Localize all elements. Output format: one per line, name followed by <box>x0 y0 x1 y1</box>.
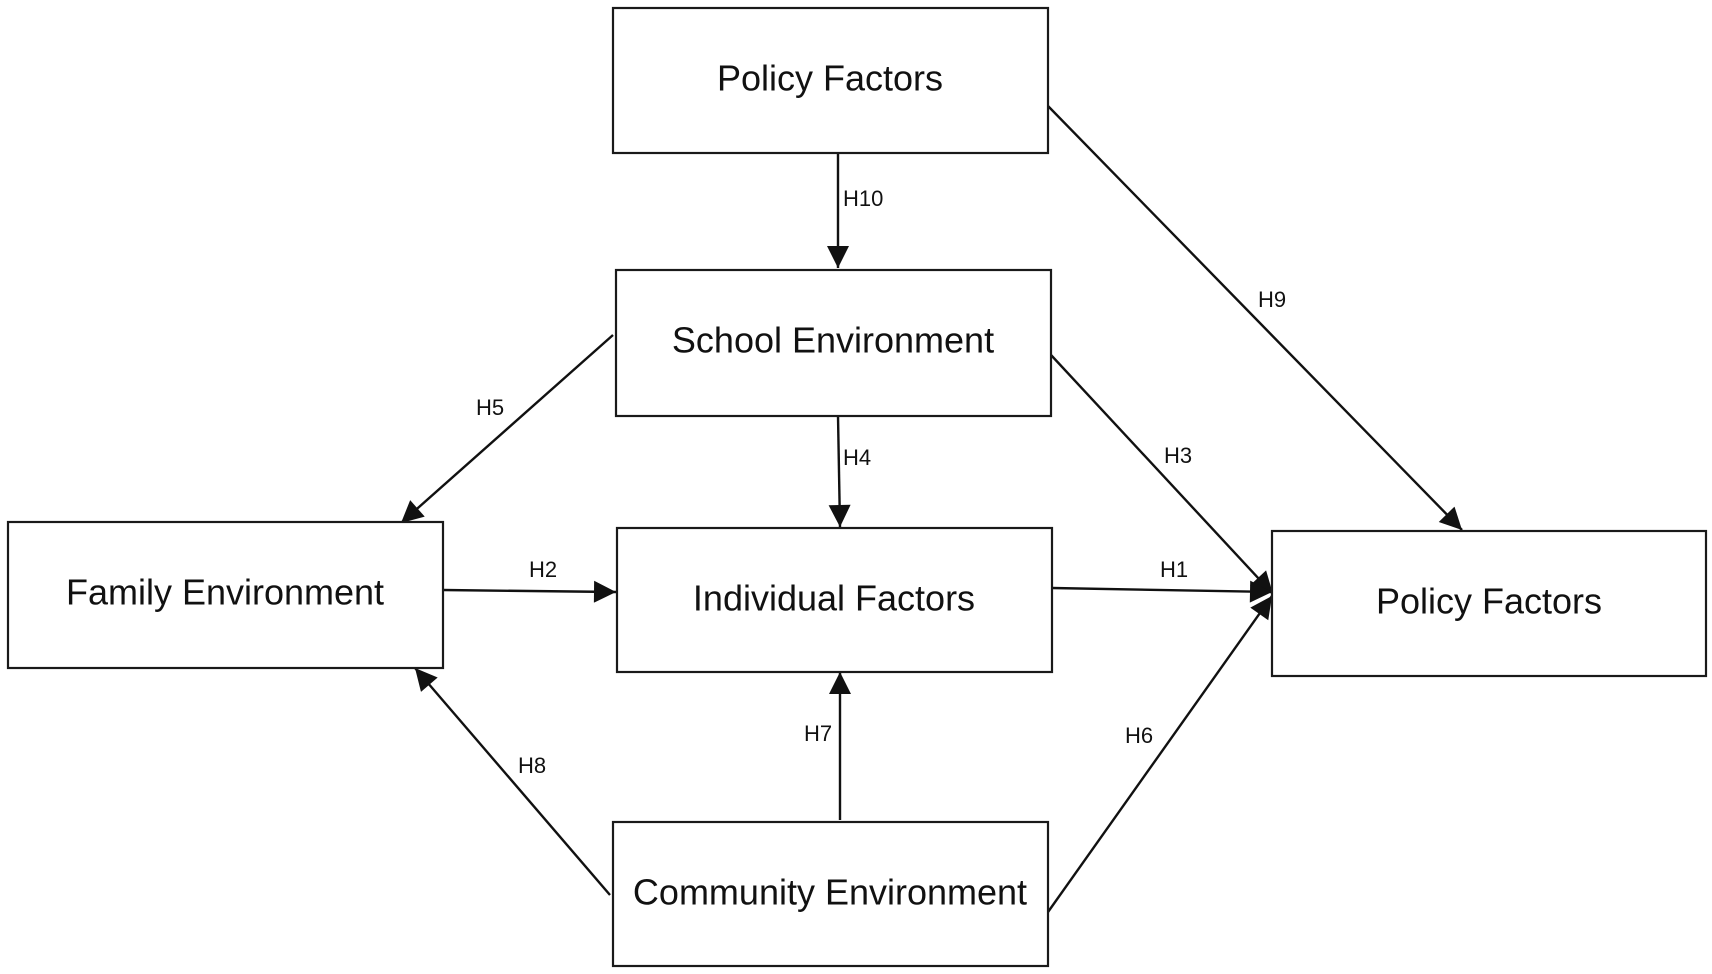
node-label: School Environment <box>672 320 994 361</box>
node-policy-factors-top: Policy Factors <box>611 6 1050 155</box>
node-box <box>611 6 1050 155</box>
node-box <box>615 526 1054 674</box>
node-label: Family Environment <box>66 572 384 613</box>
node-box <box>1270 529 1708 678</box>
edge-h2-line <box>442 580 617 603</box>
edge-h5-line <box>400 334 614 524</box>
node-label: Policy Factors <box>717 58 943 99</box>
edge-h8-line <box>414 667 611 896</box>
edge-h7-label: H7 <box>804 721 832 746</box>
node-policy-factors-right: Policy Factors <box>1270 529 1708 678</box>
edges <box>400 105 1463 913</box>
edge-h10-label: H10 <box>843 186 883 211</box>
node-label: Policy Factors <box>1376 581 1602 622</box>
edge-h5-label: H5 <box>476 395 504 420</box>
node-family-environment: Family Environment <box>6 520 445 670</box>
edge-h9-line <box>1047 105 1463 531</box>
node-label: Community Environment <box>633 872 1027 913</box>
node-community-environment: Community Environment <box>611 820 1050 968</box>
node-box <box>6 520 445 670</box>
node-individual-factors: Individual Factors <box>615 526 1054 674</box>
edge-h4-label: H4 <box>843 445 871 470</box>
edge-h1-line <box>1051 580 1273 603</box>
edge-h9-label: H9 <box>1258 287 1286 312</box>
edge-labels: H10 H9 H5 H4 H3 H2 H1 H7 H8 H6 <box>476 186 1286 778</box>
edge-h6-line <box>1047 595 1273 913</box>
edge-h3-line <box>1050 354 1274 595</box>
node-box <box>614 268 1053 418</box>
edge-h2-label: H2 <box>529 557 557 582</box>
node-school-environment: School Environment <box>614 268 1053 418</box>
edge-h1-label: H1 <box>1160 557 1188 582</box>
edge-h4-line <box>828 415 851 528</box>
node-box <box>611 820 1050 968</box>
edge-h6-label: H6 <box>1125 723 1153 748</box>
edge-h3-label: H3 <box>1164 443 1192 468</box>
edge-h8-label: H8 <box>518 753 546 778</box>
node-label: Individual Factors <box>693 578 975 619</box>
